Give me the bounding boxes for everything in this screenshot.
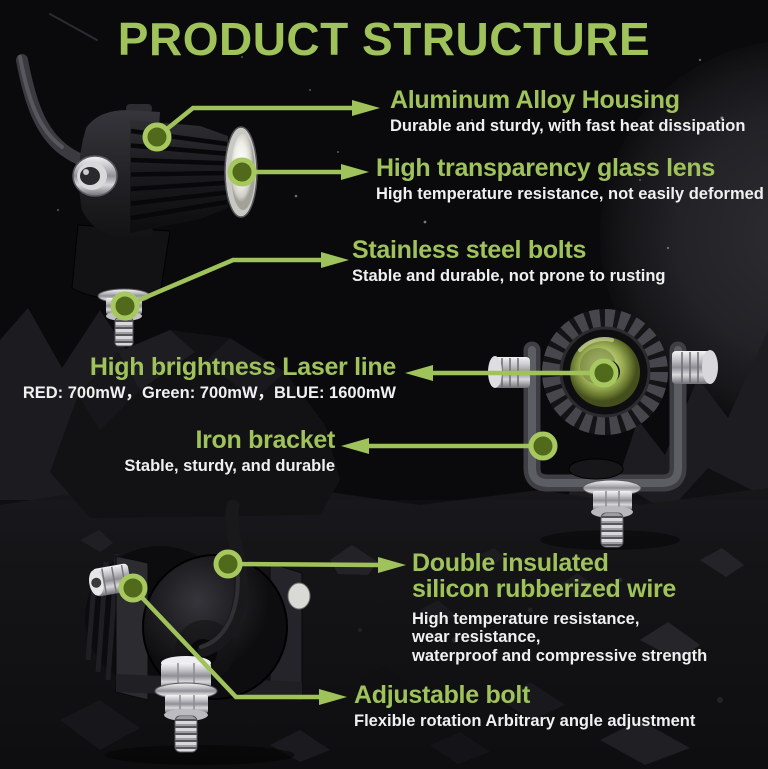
callout-adjust-bolt-title: Adjustable bolt [354,681,531,709]
side-knob [287,582,311,610]
callout-line-bolts [124,257,321,309]
dot-laser [589,358,619,388]
arrow-right-icon [319,689,347,705]
callout-bracket-title: Iron bracket [195,426,335,454]
dot-adjust-bolt [118,573,148,603]
callout-laser: High brightness Laser line RED: 700mW，Gr… [20,353,396,402]
callout-line-wire [227,561,379,568]
callout-line-adjust-bolt [131,586,319,700]
dot-housing [142,122,172,152]
side-bolt-right [672,350,718,384]
callout-wire: Double insulated silicon rubberized wire… [412,549,708,665]
arrow-right-icon [378,557,406,573]
callout-wire-desc-line2: wear resistance, [412,628,541,647]
callout-wire-title-line1: Double insulated [412,549,609,577]
callout-laser-title: High brightness Laser line [89,353,396,381]
callout-housing-title: Aluminum Alloy Housing [390,86,680,114]
arrow-right-icon [341,164,369,180]
callout-bracket: Iron bracket Stable, sturdy, and durable [20,426,335,475]
dot-bracket [528,431,558,461]
callout-wire-desc-line1: High temperature resistance, [412,610,640,628]
shooting-star [49,13,98,41]
callout-dots [110,122,619,603]
dot-wire [213,549,243,579]
callout-adjust-bolt-desc: Flexible rotation Arbitrary angle adjust… [354,711,696,730]
callout-wire-title-line2: silicon rubberized wire [412,574,676,603]
callout-glass-lens-desc: High temperature resistance, not easily … [376,184,764,203]
bottom-bolt [582,479,642,548]
pivot-knob [72,155,118,197]
callout-lines [124,105,604,700]
callout-glass-lens: High transparency glass lens High temper… [376,154,764,203]
page-title: PRODUCT STRUCTURE [117,13,651,65]
callout-bolts-desc: Stable and durable, not prone to rusting [352,266,666,285]
foreground-rock [50,330,340,518]
stars [34,13,724,255]
arrow-right-icon [321,252,349,268]
callout-bracket-desc: Stable, sturdy, and durable [124,456,335,475]
arrow-left-icon [341,438,369,454]
callout-adjust-bolt: Adjustable bolt Flexible rotation Arbitr… [354,681,696,730]
callout-bolts-title: Stainless steel bolts [352,236,587,264]
base-knob [568,458,624,480]
callout-housing-desc: Durable and sturdy, with fast heat dissi… [390,116,746,135]
arrow-right-icon [352,100,380,116]
callout-laser-desc: RED: 700mW，Green: 700mW，BLUE: 1600mW [22,383,396,402]
callout-housing: Aluminum Alloy Housing Durable and sturd… [390,86,746,135]
callout-wire-desc-line3: waterproof and compressive strength [412,646,708,665]
callout-glass-lens-title: High transparency glass lens [376,154,715,182]
callout-arrowheads [319,100,433,705]
dot-bolts [110,291,140,321]
callout-bolts: Stainless steel bolts Stable and durable… [352,236,666,285]
dot-glass-lens [227,157,257,187]
callout-line-housing [155,105,352,139]
arrow-left-icon [405,365,433,381]
